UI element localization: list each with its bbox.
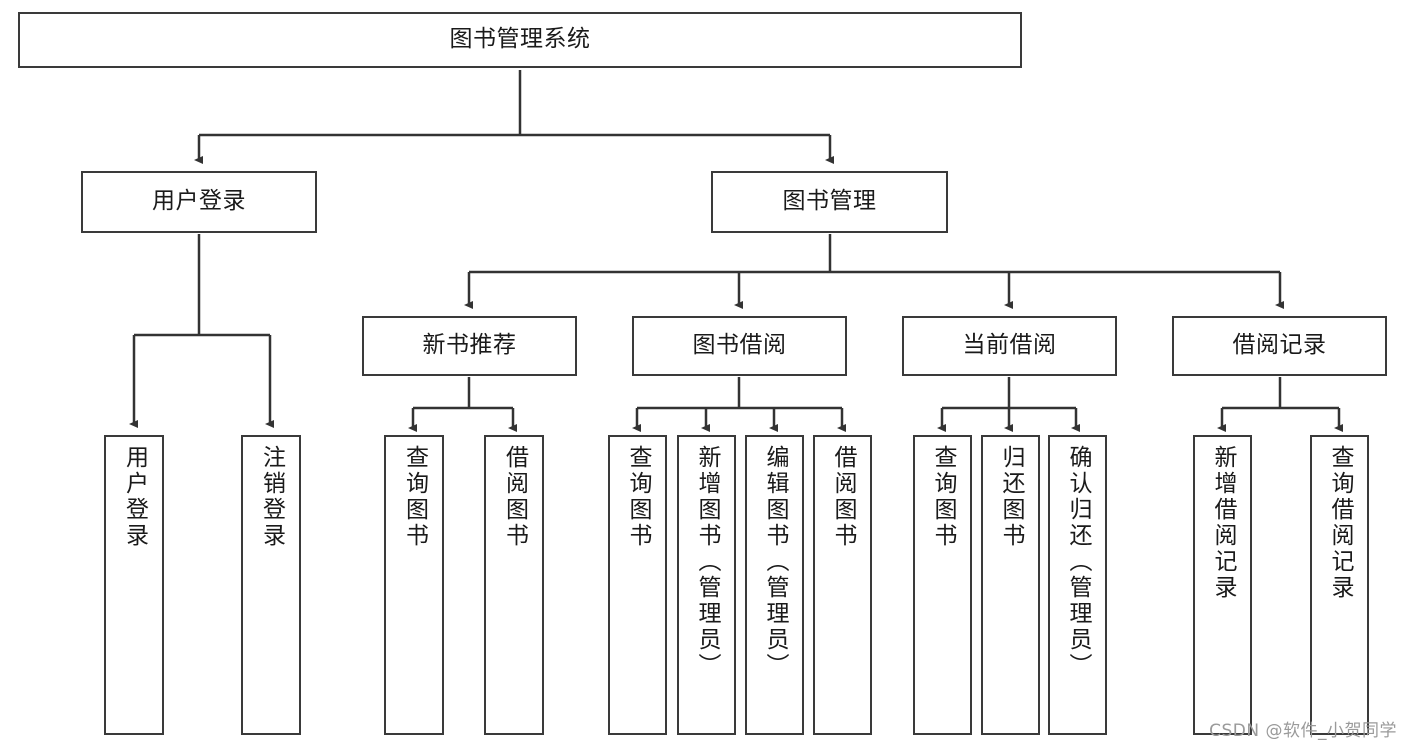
node-label: 查询图书	[625, 445, 651, 549]
node-label: 当前借阅	[962, 332, 1057, 359]
node-label: 图书借阅	[692, 332, 787, 359]
node-new-book-recommend[interactable]: 新书推荐	[362, 316, 577, 376]
leaf-query-borrow-record[interactable]: 查询借阅记录	[1310, 435, 1369, 735]
node-label: 图书管理	[782, 188, 877, 215]
node-current-borrow[interactable]: 当前借阅	[902, 316, 1117, 376]
node-label: 图书管理系统	[449, 26, 591, 53]
leaf-add-borrow-record[interactable]: 新增借阅记录	[1193, 435, 1252, 735]
leaf-return-book[interactable]: 归还图书	[981, 435, 1040, 735]
watermark: CSDN @软件_小贺同学	[1209, 721, 1397, 741]
node-label: 注销登录	[258, 445, 285, 549]
node-label: 借阅图书	[830, 445, 856, 549]
node-label: 查询图书	[930, 445, 956, 549]
leaf-borrow-book-2[interactable]: 借阅图书	[813, 435, 872, 735]
node-label: 编辑图书（管理员）	[762, 445, 788, 679]
node-root-system[interactable]: 图书管理系统	[18, 12, 1022, 68]
leaf-borrow-book-1[interactable]: 借阅图书	[484, 435, 544, 735]
leaf-user-login[interactable]: 用户登录	[104, 435, 164, 735]
node-label: 查询借阅记录	[1327, 445, 1353, 601]
node-label: 确认归还（管理员）	[1065, 445, 1091, 679]
node-user-login[interactable]: 用户登录	[81, 171, 317, 233]
leaf-confirm-return-admin[interactable]: 确认归还（管理员）	[1048, 435, 1107, 735]
node-label: 借阅图书	[501, 445, 528, 549]
node-book-management[interactable]: 图书管理	[711, 171, 948, 233]
node-borrow-record[interactable]: 借阅记录	[1172, 316, 1387, 376]
node-label: 归还图书	[998, 445, 1024, 549]
node-label: 用户登录	[121, 445, 148, 549]
node-label: 借阅记录	[1232, 332, 1327, 359]
node-label: 查询图书	[401, 445, 428, 549]
node-label: 用户登录	[152, 188, 246, 215]
node-label: 新书推荐	[422, 332, 517, 359]
leaf-user-logout[interactable]: 注销登录	[241, 435, 301, 735]
leaf-query-book-3[interactable]: 查询图书	[913, 435, 972, 735]
leaf-edit-book-admin[interactable]: 编辑图书（管理员）	[745, 435, 804, 735]
leaf-add-book-admin[interactable]: 新增图书（管理员）	[677, 435, 736, 735]
node-book-borrow[interactable]: 图书借阅	[632, 316, 847, 376]
node-label: 新增图书（管理员）	[694, 445, 720, 679]
node-label: 新增借阅记录	[1210, 445, 1236, 601]
leaf-query-book-1[interactable]: 查询图书	[384, 435, 444, 735]
leaf-query-book-2[interactable]: 查询图书	[608, 435, 667, 735]
